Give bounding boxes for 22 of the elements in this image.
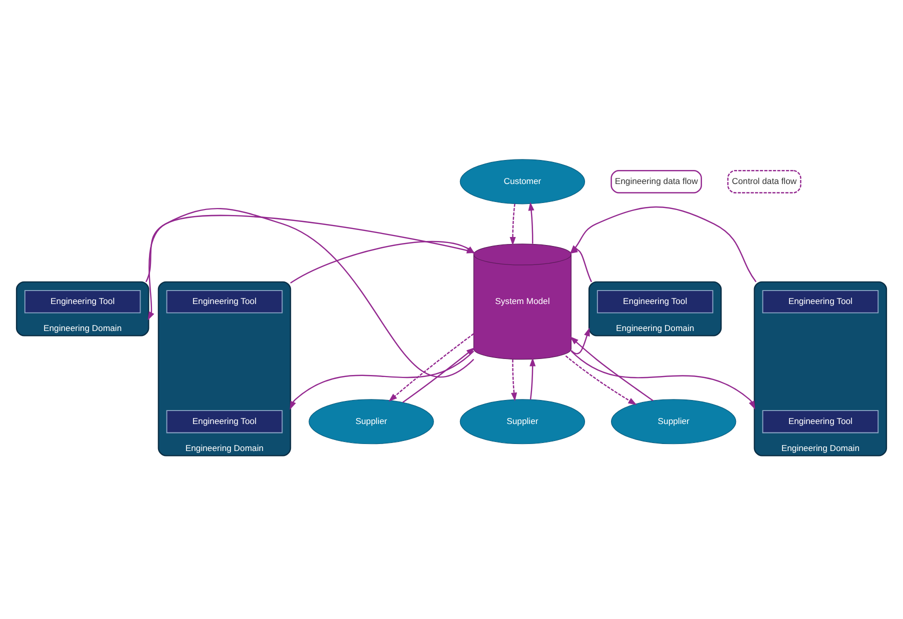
node-ellipse: Customer [460,158,586,204]
arrow [402,346,475,402]
arrow [290,350,474,410]
node-box: Engineering Tool [596,290,714,313]
legend-label: Control data flow [732,175,797,186]
arrow [511,358,518,401]
arrow [510,203,516,246]
arrow [388,332,474,402]
arrow [530,357,536,399]
node-box: Engineering Tool [166,410,283,433]
arrow [570,327,590,354]
node-box: Engineering Tool [762,410,879,433]
arrow [565,354,637,404]
legend-label: Engineering data flow [614,175,698,186]
node-box: Engineering Tool [762,290,879,313]
node-box: Engineering Tool [24,290,141,313]
node-ellipse: Supplier [308,398,434,444]
arrow [570,336,654,401]
arrow [570,350,756,410]
node-ellipse: Supplier [460,398,586,444]
node-box: Engineering Tool [166,290,283,313]
arrow [528,201,534,244]
